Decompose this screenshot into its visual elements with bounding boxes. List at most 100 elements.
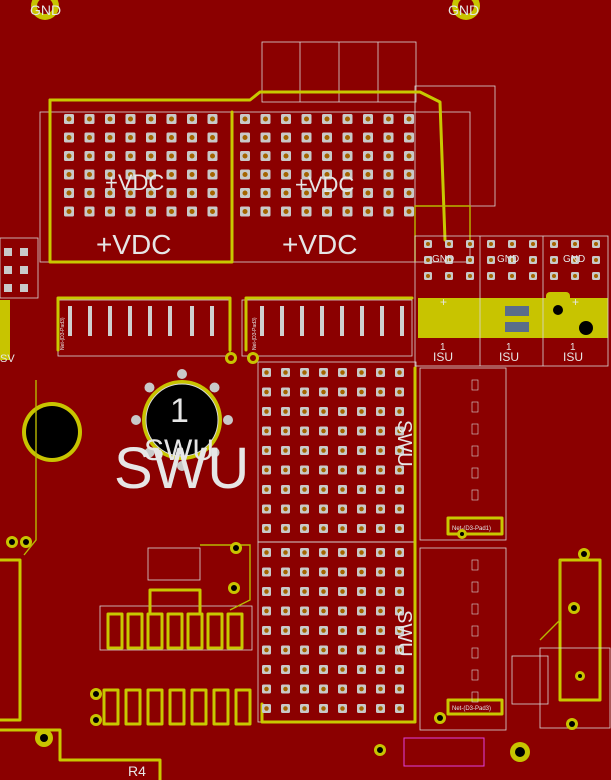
pad-hole <box>386 209 391 214</box>
isu-label: ISU <box>563 350 583 364</box>
gnd-label: GND <box>448 2 479 18</box>
pad-hole <box>397 647 402 653</box>
pad-hole <box>340 628 345 633</box>
pad-hole <box>397 428 402 434</box>
header-pin <box>88 306 92 336</box>
small-silk-mark <box>471 379 479 391</box>
swu-header-pads <box>68 306 404 336</box>
header-pin <box>380 306 384 336</box>
pad-hole <box>340 409 345 414</box>
ring-pad <box>144 447 155 458</box>
gnd-via-top-left[interactable]: GND <box>30 0 61 20</box>
pad-hole <box>321 409 326 414</box>
pad-hole <box>489 274 493 278</box>
pad-hole <box>302 686 307 692</box>
header-pin <box>400 306 404 336</box>
pad-hole <box>283 467 288 473</box>
pad-hole <box>264 389 269 395</box>
pad-hole <box>378 647 383 653</box>
pad-hole <box>321 706 326 711</box>
pad-hole <box>128 116 133 122</box>
net-pad-label: Net-(D3-Pad1) <box>452 526 491 532</box>
pad-hole <box>359 428 364 434</box>
pad-hole <box>359 389 364 395</box>
pad-hole <box>128 190 133 196</box>
pad-hole <box>189 190 195 196</box>
swu-test-point[interactable] <box>142 380 222 460</box>
pad-hole <box>302 526 307 531</box>
pad-hole <box>340 506 345 512</box>
pad-hole <box>406 190 412 196</box>
swu-vertical-label: SWU <box>393 610 415 657</box>
pad-hole <box>386 116 391 122</box>
small-silk-mark <box>471 669 479 681</box>
plus-marker: + <box>440 295 447 309</box>
isu-pin-number: 1 <box>506 342 512 353</box>
pad-hole <box>264 409 269 414</box>
pad-hole <box>324 135 330 140</box>
pad-hole <box>406 209 412 214</box>
pad-hole <box>283 172 289 177</box>
pad-hole <box>378 550 383 555</box>
pad-hole <box>264 487 269 492</box>
pad-hole <box>386 153 391 159</box>
pad-hole <box>283 608 288 614</box>
pad-hole <box>66 209 72 214</box>
pad-hole <box>263 153 268 159</box>
pad-hole <box>340 550 345 555</box>
pad-hole <box>378 506 383 512</box>
pad-hole <box>378 370 383 375</box>
pad-hole <box>321 487 326 492</box>
ring-pad <box>177 461 187 471</box>
pad-hole <box>264 628 269 633</box>
isu-connector-block <box>414 235 609 367</box>
pad-hole <box>397 448 402 453</box>
pad-hole <box>302 467 307 473</box>
pad-hole <box>283 209 289 214</box>
pad-hole <box>304 209 309 214</box>
ring-pad <box>177 369 187 379</box>
mounting-hole[interactable] <box>22 402 82 462</box>
pad-hole <box>426 258 430 262</box>
pad-hole <box>594 258 598 262</box>
pad-hole <box>468 274 472 278</box>
ring-pad <box>223 415 233 425</box>
pad-hole <box>264 467 269 473</box>
pad-hole <box>264 428 269 434</box>
pad-hole <box>242 190 248 196</box>
pad-hole <box>489 258 493 262</box>
pad-hole <box>264 448 269 453</box>
pad-hole <box>345 135 350 140</box>
pad-hole <box>264 608 269 614</box>
pad-hole <box>340 647 345 653</box>
ring-pad <box>144 382 155 393</box>
pad-hole <box>340 370 345 375</box>
pad-hole <box>378 569 383 575</box>
pad-hole <box>302 706 307 711</box>
pad-hole <box>302 389 307 395</box>
pad-hole <box>378 667 383 672</box>
pad-hole <box>264 686 269 692</box>
isu-pin-number: 1 <box>570 342 576 353</box>
pad-hole <box>321 628 326 633</box>
isu-label: ISU <box>499 350 519 364</box>
pad-hole <box>264 526 269 531</box>
swu-block-outline <box>257 361 417 724</box>
swu-vertical-label: SWU <box>393 420 415 467</box>
pad-hole <box>531 258 535 262</box>
pad-hole <box>66 190 72 196</box>
pad-hole <box>264 667 269 672</box>
gnd-via-top-right[interactable]: GND <box>448 0 480 20</box>
pad-hole <box>321 686 326 692</box>
lower-left-vias <box>6 536 242 747</box>
small-silk-mark <box>471 603 479 615</box>
pad-hole <box>321 506 326 512</box>
pad-hole <box>397 686 402 692</box>
pad-hole <box>283 389 288 395</box>
gnd-connector-label: GND <box>497 254 519 265</box>
pad-hole <box>386 190 391 196</box>
ring-pad <box>209 447 220 458</box>
header-pin <box>360 306 364 336</box>
pad-hole <box>107 209 113 214</box>
